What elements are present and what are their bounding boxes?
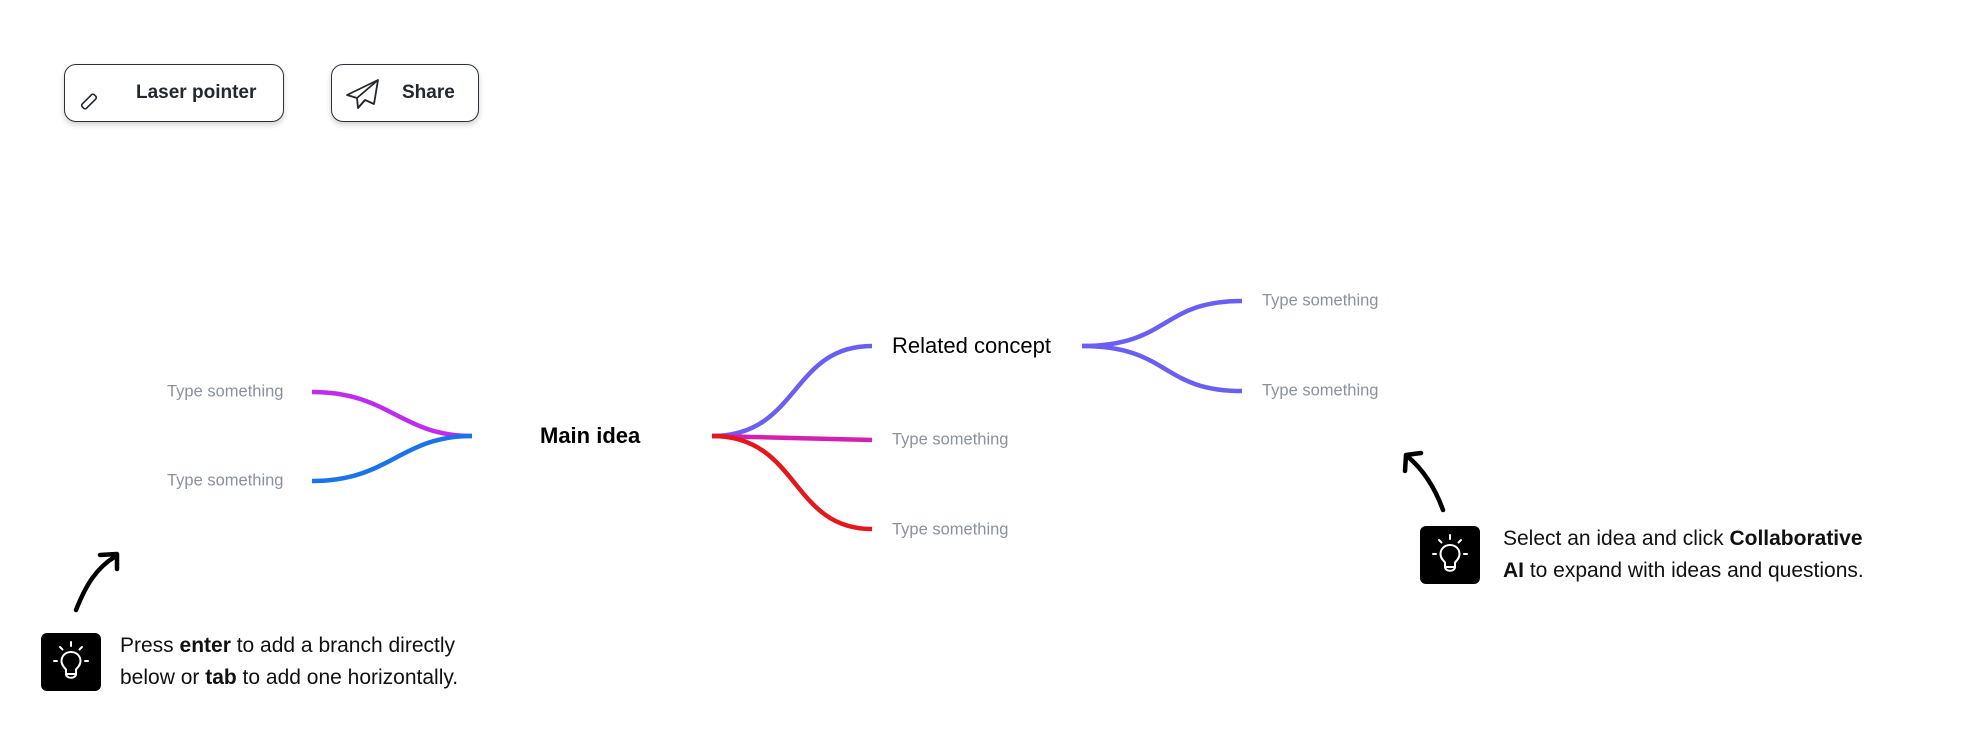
share-button[interactable]: Share <box>331 64 479 122</box>
tip-icon-box <box>1420 526 1480 584</box>
tip-text: to expand with ideas and questions. <box>1524 559 1864 582</box>
hint-arrow-left <box>73 553 119 613</box>
connector-left-2 <box>311 433 473 484</box>
laser-pointer-icon <box>80 93 98 110</box>
tip-highlight: AI <box>1503 559 1524 582</box>
laser-pointer-button[interactable]: Laser pointer <box>64 64 284 122</box>
left-branch-node-1[interactable]: Type something <box>167 382 284 401</box>
connector-right-2 <box>711 433 873 443</box>
tip-collaborative-text: Select an idea and click Collaborative A… <box>1503 523 1864 587</box>
lightbulb-icon <box>53 641 89 679</box>
related-child-node-1[interactable]: Type something <box>1262 291 1379 310</box>
connector-related <box>711 343 873 439</box>
left-branch-node-2[interactable]: Type something <box>167 471 284 490</box>
tip-highlight: Collaborative <box>1729 527 1863 550</box>
tip-keyboard-text: Press enter to add a branch directly bel… <box>120 630 458 694</box>
laser-pointer-label: Laser pointer <box>136 82 257 103</box>
main-idea-node[interactable]: Main idea <box>540 423 641 448</box>
share-label: Share <box>402 82 455 103</box>
related-child-node-2[interactable]: Type something <box>1262 381 1379 400</box>
hint-arrow-right <box>1404 453 1446 513</box>
lightbulb-icon <box>1432 534 1468 572</box>
tip-text: Press <box>120 634 180 657</box>
connector-child-1 <box>1081 298 1243 349</box>
tip-text: Select an idea and click <box>1503 527 1730 550</box>
related-concept-node[interactable]: Related concept <box>892 333 1051 358</box>
paper-plane-icon <box>346 79 379 109</box>
tip-text: below or <box>120 666 206 689</box>
connector-left-1 <box>311 389 473 439</box>
connector-right-3 <box>711 433 873 532</box>
tip-icon-box <box>41 633 101 691</box>
tip-text: to add one horizontally. <box>236 666 459 689</box>
tip-key-enter: enter <box>179 634 231 657</box>
tip-key-tab: tab <box>205 666 237 689</box>
tip-text: to add a branch directly <box>230 634 456 657</box>
right-branch-node-2[interactable]: Type something <box>892 430 1009 449</box>
connector-child-2 <box>1081 343 1243 394</box>
right-branch-node-3[interactable]: Type something <box>892 520 1009 539</box>
